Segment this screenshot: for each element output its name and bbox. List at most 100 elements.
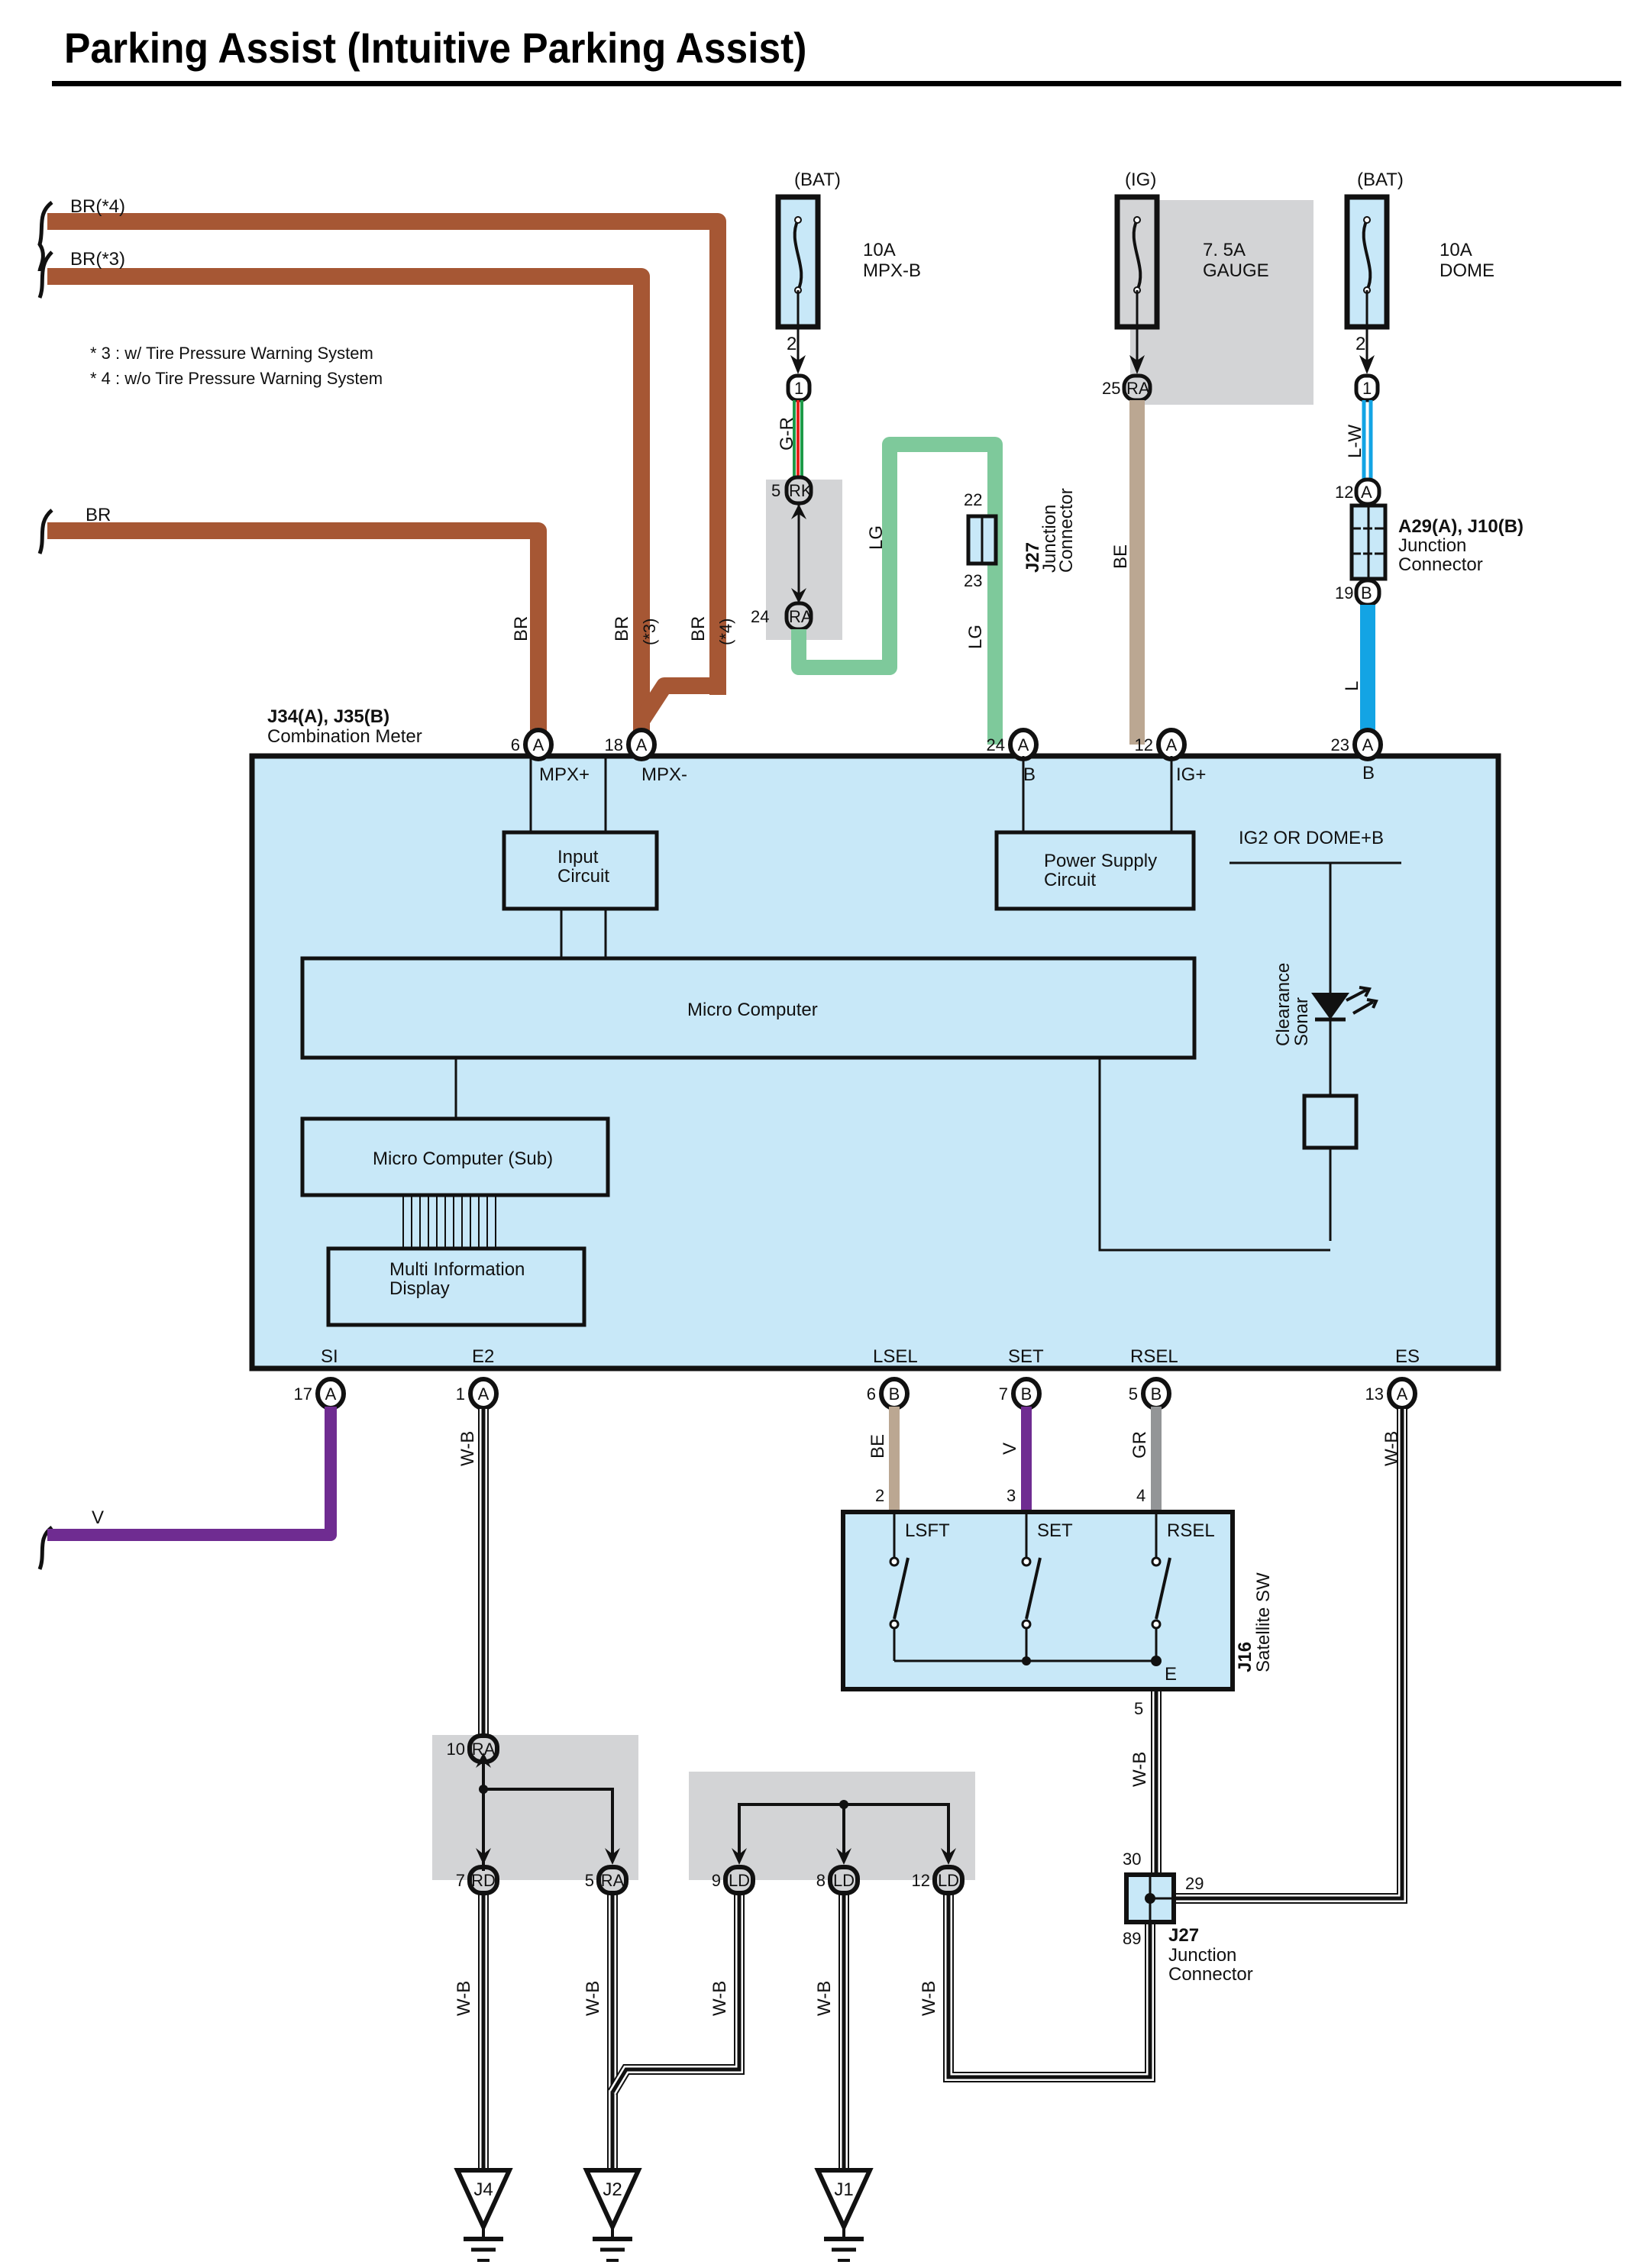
connector-code: B	[889, 1384, 900, 1404]
connector-code: A	[1397, 1384, 1408, 1404]
pin-number: 24	[751, 607, 769, 626]
wire-label-wb: W-B	[919, 1981, 939, 2016]
wire-br4-join	[634, 677, 718, 726]
meter-pin-top: A23	[1331, 728, 1383, 761]
break-brace-icon	[37, 250, 53, 299]
arrow-up-icon	[791, 504, 806, 519]
pin-number: 25	[1102, 379, 1120, 398]
wire-label-wb: W-B	[709, 1981, 730, 2016]
wire-label-lw: L-W	[1345, 425, 1365, 458]
power-supply-circuit-block	[994, 830, 1196, 911]
connector-code: J27	[1023, 542, 1043, 573]
wire-label-wb: W-B	[583, 1981, 603, 2016]
ground-j4: J4	[454, 2168, 513, 2262]
connector-ra-5: RA5	[585, 1865, 628, 1895]
wire-label-br3: BR(*3)	[70, 249, 125, 270]
sonar-driver-block	[1302, 1094, 1359, 1150]
junction-dot	[1145, 1893, 1155, 1904]
pin-number: 19	[1335, 583, 1353, 603]
break-brace-icon	[37, 509, 53, 554]
connector-name: Connector	[1398, 554, 1483, 575]
pin-number: 5	[1134, 1699, 1143, 1718]
ground-label: J1	[834, 2179, 853, 2200]
wire-label-wb: W-B	[1381, 1431, 1402, 1466]
svg-text:LD: LD	[938, 1871, 959, 1890]
wire-br3	[47, 268, 650, 745]
signal-mpx-plus: MPX+	[539, 764, 590, 785]
pin-number: 12	[1135, 735, 1153, 754]
wire-label-note: (*4)	[716, 619, 735, 645]
ground-j2: J2	[583, 2168, 642, 2262]
block-label: Display	[389, 1278, 450, 1299]
wire-label-wb: W-B	[1129, 1752, 1150, 1787]
meter-pin-top: A 24	[987, 728, 1039, 761]
fuse-name: DOME	[1440, 260, 1494, 281]
wire-label-lg: LG	[866, 525, 887, 550]
wire-label-v: V	[92, 1507, 104, 1528]
switch-set: SET	[1021, 1512, 1073, 1661]
wire-label-br: BR	[511, 616, 532, 641]
wire-label-wb: W-B	[454, 1981, 474, 2016]
fuse-rating: 10A	[863, 240, 896, 260]
connector-ld-12: LD 12	[912, 1865, 965, 1895]
arrow-down-icon	[732, 1848, 747, 1865]
switch-lsft: LSFT	[889, 1512, 950, 1661]
connector-code: A	[1166, 735, 1178, 754]
micro-computer-sub-block	[300, 1116, 610, 1197]
ig2-label: IG2 OR DOME+B	[1239, 828, 1384, 848]
pin-number: 12	[1335, 483, 1353, 502]
page-title: Parking Assist (Intuitive Parking Assist…	[64, 24, 807, 72]
ground-label: J2	[603, 2179, 622, 2200]
svg-text:RD: RD	[471, 1871, 496, 1890]
connector-code: A	[325, 1384, 337, 1404]
fuse-source: (BAT)	[794, 170, 841, 190]
signal-lsel: LSEL	[873, 1346, 918, 1367]
connector-code: A	[533, 735, 544, 754]
fuse-source: (BAT)	[1357, 170, 1404, 190]
pin-number: 18	[605, 735, 623, 754]
block-label: Micro Computer	[687, 1000, 818, 1020]
pin-number: 3	[1007, 1486, 1016, 1505]
wire-label-be: BE	[868, 1434, 888, 1459]
note-3: * 3 : w/ Tire Pressure Warning System	[90, 344, 373, 363]
connector-code: B	[1021, 1384, 1032, 1404]
fuse-icon	[793, 219, 803, 291]
wire-label-gr: GR	[1129, 1431, 1150, 1459]
fuse-rating: 10A	[1440, 240, 1472, 260]
fuse-icon	[1132, 219, 1142, 291]
svg-text:8: 8	[816, 1871, 826, 1890]
block-label: Circuit	[557, 866, 609, 887]
meter-pin-bottom: A13	[1365, 1377, 1417, 1410]
pin-number: 7	[999, 1384, 1008, 1404]
connector-ld-9: LD9	[712, 1865, 755, 1895]
fuse-dome: (BAT) 10A DOME 2	[1344, 170, 1494, 374]
pin-number: 24	[987, 735, 1005, 754]
signal-e2: E2	[472, 1346, 494, 1367]
pin-number: 1	[456, 1384, 465, 1404]
connector-code: A	[1018, 735, 1029, 754]
meter-pin-top: A18	[605, 728, 657, 761]
meter-pin-bottom: A1	[456, 1377, 499, 1410]
wire-v-si	[47, 1407, 337, 1541]
note-4: * 4 : w/o Tire Pressure Warning System	[90, 369, 383, 388]
pin-number: 6	[511, 735, 520, 754]
ground-label: J4	[473, 2179, 493, 2200]
wire-label-be: BE	[1110, 544, 1131, 569]
arrow-down-icon	[941, 1848, 956, 1865]
connector-name: Connector	[1056, 488, 1077, 573]
svg-text:12: 12	[912, 1871, 930, 1890]
input-circuit-block	[502, 830, 659, 911]
shade-ra-rd	[432, 1735, 638, 1880]
sonar-label: Clearance	[1273, 963, 1294, 1046]
connector-code: B	[1151, 1384, 1162, 1404]
switch-rsel: RSEL	[1151, 1512, 1215, 1661]
signal-si: SI	[321, 1346, 338, 1367]
meter-pin-bottom: B7	[999, 1377, 1042, 1410]
shade-gauge	[1130, 200, 1313, 405]
pin-number: 2	[1355, 334, 1365, 354]
pin-number: 30	[1123, 1850, 1141, 1869]
meter-name: Combination Meter	[267, 726, 422, 747]
signal-b: B	[1023, 764, 1036, 785]
satellite-switch	[841, 1510, 1235, 1691]
data-bus	[402, 1195, 496, 1249]
